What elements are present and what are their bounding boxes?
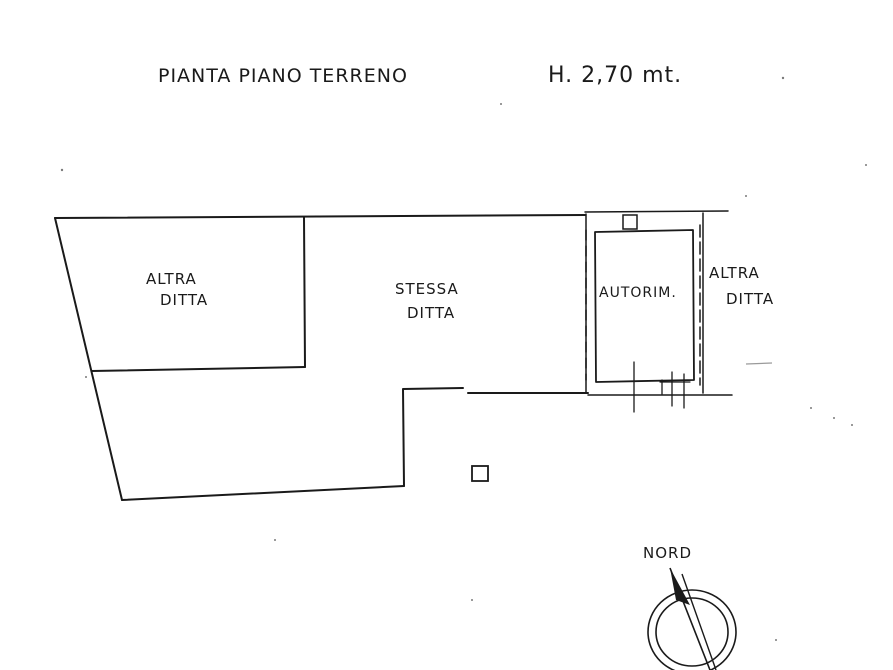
room-label-altra-ditta-left-1: ALTRA [146, 270, 197, 288]
scan-specks [60, 76, 867, 641]
plan-title: PIANTA PIANO TERRENO [158, 65, 408, 87]
pillar-square [471, 465, 489, 482]
room-label-stessa-ditta-2: DITTA [407, 304, 455, 322]
garage-vent [622, 214, 638, 230]
top-wall-right [584, 210, 729, 213]
partition-vertical [303, 216, 306, 368]
bottom-wall [121, 485, 405, 501]
room-label-altra-ditta-right-2: DITTA [726, 290, 774, 308]
garage-inner [594, 229, 695, 383]
step-wall [402, 387, 464, 487]
compass: NORD [643, 544, 737, 670]
scan-mark [745, 362, 773, 365]
room-label-altra-ditta-left-2: DITTA [160, 291, 208, 309]
altra-ditta-left-block [91, 216, 306, 372]
room-label-autorimessa: AUTORIM. [599, 285, 677, 301]
top-wall [54, 214, 586, 219]
partition-horizontal [91, 366, 306, 372]
north-arrow-icon [647, 567, 737, 670]
left-wall [54, 217, 123, 501]
ceiling-height-label: H. 2,70 mt. [548, 63, 682, 88]
garage-walls [585, 212, 704, 413]
building-outline [54, 210, 733, 501]
room-label-stessa-ditta-1: STESSA [395, 280, 459, 298]
compass-label: NORD [643, 544, 692, 562]
room-label-altra-ditta-right-1: ALTRA [709, 264, 760, 282]
